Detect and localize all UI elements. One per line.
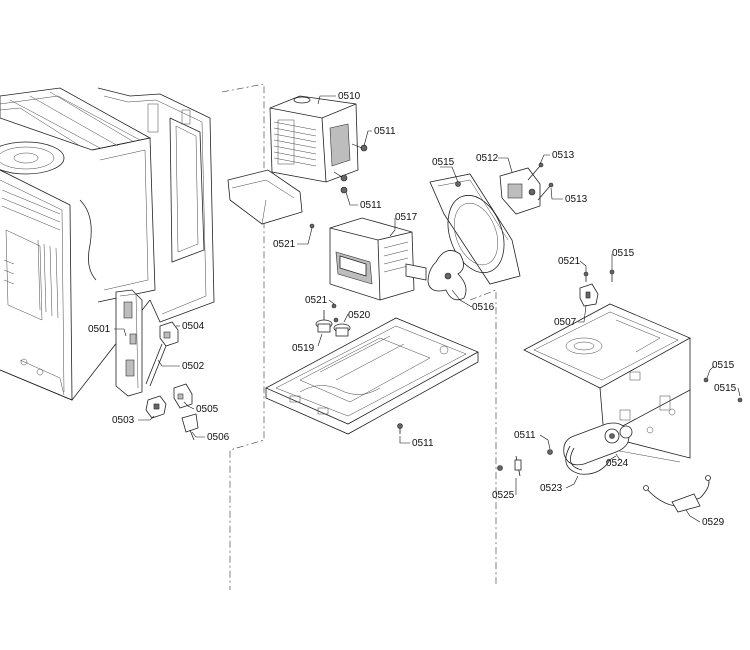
label-0505: 0505 [196,404,219,415]
label-0515-a: 0515 [432,157,455,168]
chassis-right-assembly [523,303,691,463]
screw-0515-e [737,397,743,403]
label-0511-c: 0511 [412,438,434,449]
part-labels: 0510 0511 0511 0521 0517 0515 0512 0513 … [88,91,737,528]
screw-0513-b [537,182,554,201]
label-0515-c: 0515 [712,360,735,371]
screw-0515-d [703,377,709,383]
label-0515-b: 0515 [612,248,635,259]
label-0510: 0510 [338,91,361,102]
harness-0529 [643,475,711,513]
screw-0511-e [497,465,503,471]
label-0507: 0507 [554,317,577,328]
base-plate-center [265,317,479,435]
label-0513-a: 0513 [552,150,575,161]
fan-motor-0512 [499,167,541,215]
label-0513-b: 0513 [565,194,588,205]
transformer-0517 [329,217,427,301]
label-0511-a: 0511 [374,126,396,137]
switch-0504 [159,321,179,347]
label-0521-b: 0521 [305,295,328,306]
lever-0502 [145,343,167,387]
label-0516: 0516 [472,302,495,313]
label-0506: 0506 [207,432,230,443]
label-0520: 0520 [348,310,371,321]
screw-0515-c [609,269,615,282]
label-0503: 0503 [112,415,135,426]
label-0523: 0523 [540,483,563,494]
thermostat-0520 [333,317,351,337]
screw-0511-b [333,171,348,194]
label-0512: 0512 [476,153,499,164]
leader-lines [114,95,741,523]
screw-0521-c [583,271,589,282]
label-0521-c: 0521 [558,256,581,267]
screw-0521-b [331,303,337,309]
label-0524: 0524 [606,458,629,469]
fuse-0525 [514,455,522,477]
section-boundary-right [469,289,497,586]
capacitor-0524 [563,422,633,466]
label-0511-b: 0511 [360,200,382,211]
cabinet-left-assembly [0,87,215,401]
latch-switch-assembly [115,289,143,397]
fan-blade-0516 [427,250,467,301]
thermostat-0519 [315,310,333,333]
label-0525: 0525 [492,490,515,501]
diode-0523 [565,445,611,475]
label-0529: 0529 [702,517,725,528]
switch-0505 [173,383,193,409]
label-0517: 0517 [395,212,418,223]
fuse-0506 [181,413,199,441]
label-0504: 0504 [182,321,205,332]
label-0515-d: 0515 [714,383,737,394]
label-0511-d: 0511 [514,430,536,441]
section-boundary-left [221,83,265,590]
label-0521-a: 0521 [273,239,296,250]
magnetron-0510 [269,95,359,183]
label-0501: 0501 [88,324,111,335]
label-0502: 0502 [182,361,205,372]
label-0519: 0519 [292,343,315,354]
bracket-0507 [579,283,599,307]
air-guide-0521 [227,169,315,229]
screw-0511-d [547,449,553,455]
switch-0503 [145,395,167,419]
screw-0511-c [397,423,403,434]
fan-orifice-0515 [429,173,521,285]
